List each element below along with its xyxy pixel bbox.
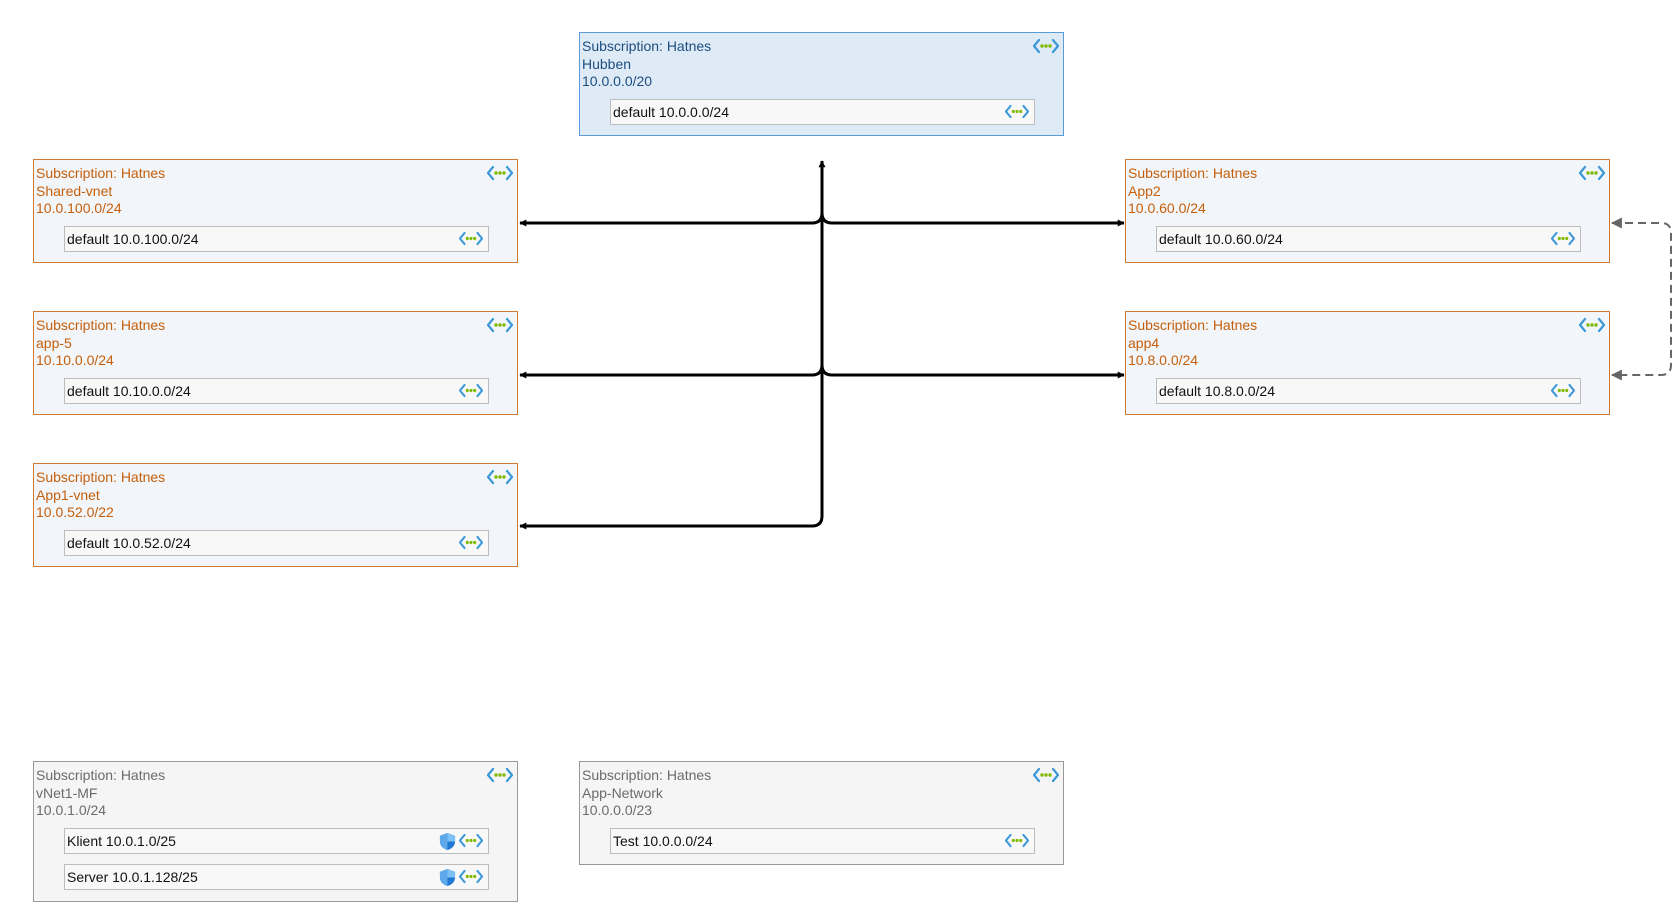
subscription-label: Subscription: Hatnes — [36, 165, 166, 181]
vnet-header: Subscription: Hatnes Hubben 10.0.0.0/20 — [582, 38, 711, 91]
vnet-header: Subscription: Hatnes vNet1-MF 10.0.1.0/2… — [36, 767, 165, 820]
vnet-app1-vnet[interactable]: Subscription: Hatnes App1-vnet 10.0.52.0… — [33, 463, 518, 567]
subnet-label: default 10.0.0.0/24 — [613, 104, 729, 120]
vnet-header: Subscription: Hatnes Shared-vnet 10.0.10… — [36, 165, 165, 218]
subscription-label: Subscription: Hatnes — [582, 767, 712, 783]
subscription-label: Subscription: Hatnes — [1128, 165, 1258, 181]
subnet-row[interactable]: Klient 10.0.1.0/25 — [64, 828, 489, 854]
subscription-label: Subscription: Hatnes — [36, 469, 166, 485]
subnet-row[interactable]: default 10.0.52.0/24 — [64, 530, 489, 556]
vnet-name: App2 — [1128, 182, 1161, 199]
subnet-label: default 10.0.52.0/24 — [67, 535, 191, 551]
subnet-label: Test 10.0.0.0/24 — [613, 833, 713, 849]
vnet-app-network[interactable]: Subscription: Hatnes App-Network 10.0.0.… — [579, 761, 1064, 865]
virtual-network-icon — [459, 383, 483, 398]
virtual-network-icon — [1033, 38, 1059, 54]
virtual-network-icon — [1033, 767, 1059, 783]
virtual-network-icon — [459, 535, 483, 550]
vnet-cidr: 10.0.0.0/20 — [582, 73, 653, 89]
vnet-name: App-Network — [582, 784, 663, 801]
virtual-network-icon — [487, 469, 513, 485]
vnet-header: Subscription: Hatnes App2 10.0.60.0/24 — [1128, 165, 1257, 218]
vnet-header: Subscription: Hatnes App-Network 10.0.0.… — [582, 767, 711, 820]
virtual-network-icon — [459, 231, 483, 246]
subnet-label: Server 10.0.1.128/25 — [67, 869, 198, 885]
virtual-network-icon — [487, 317, 513, 333]
vnet-name: Hubben — [582, 55, 632, 72]
edge-hubben-app1-vnet[interactable] — [519, 160, 826, 530]
edge-hubben-app2[interactable] — [820, 212, 1125, 227]
vnet-app2[interactable]: Subscription: Hatnes App2 10.0.60.0/24 d… — [1125, 159, 1610, 263]
vnet-cidr: 10.10.0.0/24 — [36, 352, 114, 368]
virtual-network-icon — [1005, 104, 1029, 119]
vnet-app4[interactable]: Subscription: Hatnes app4 10.8.0.0/24 de… — [1125, 311, 1610, 415]
subnet-label: default 10.0.60.0/24 — [1159, 231, 1283, 247]
edge-hubben-app-5[interactable] — [519, 364, 824, 379]
virtual-network-icon — [1551, 383, 1575, 398]
virtual-network-icon — [459, 869, 483, 884]
subnet-row[interactable]: default 10.0.60.0/24 — [1156, 226, 1581, 252]
subnet-row[interactable]: Server 10.0.1.128/25 — [64, 864, 489, 890]
vnet-cidr: 10.0.0.0/23 — [582, 802, 653, 818]
subnet-row[interactable]: default 10.0.100.0/24 — [64, 226, 489, 252]
subscription-label: Subscription: Hatnes — [1128, 317, 1258, 333]
subnet-label: default 10.10.0.0/24 — [67, 383, 191, 399]
subscription-label: Subscription: Hatnes — [36, 767, 166, 783]
virtual-network-icon — [1551, 231, 1575, 246]
vnet-app-5[interactable]: Subscription: Hatnes app-5 10.10.0.0/24 … — [33, 311, 518, 415]
vnet-cidr: 10.8.0.0/24 — [1128, 352, 1199, 368]
vnet-header: Subscription: Hatnes App1-vnet 10.0.52.0… — [36, 469, 165, 522]
vnet-cidr: 10.0.60.0/24 — [1128, 200, 1206, 216]
vnet-header: Subscription: Hatnes app4 10.8.0.0/24 — [1128, 317, 1257, 370]
virtual-network-icon — [487, 767, 513, 783]
subnet-row[interactable]: default 10.0.0.0/24 — [610, 99, 1035, 125]
vnet-shared-vnet[interactable]: Subscription: Hatnes Shared-vnet 10.0.10… — [33, 159, 518, 263]
vnet-hubben[interactable]: Subscription: Hatnes Hubben 10.0.0.0/20 … — [579, 32, 1064, 136]
virtual-network-icon — [1579, 165, 1605, 181]
edge-hubben-app4[interactable] — [820, 364, 1125, 379]
shield-icon — [439, 833, 456, 850]
vnet-name: vNet1-MF — [36, 784, 98, 801]
virtual-network-icon — [459, 833, 483, 848]
subnet-row[interactable]: Test 10.0.0.0/24 — [610, 828, 1035, 854]
virtual-network-icon — [1579, 317, 1605, 333]
vnet-name: App1-vnet — [36, 486, 100, 503]
subscription-label: Subscription: Hatnes — [36, 317, 166, 333]
subnet-label: Klient 10.0.1.0/25 — [67, 833, 176, 849]
edge-hubben-shared-vnet[interactable] — [519, 212, 824, 227]
vnet-name: app-5 — [36, 334, 72, 351]
subnet-label: default 10.8.0.0/24 — [1159, 383, 1275, 399]
edge-app2-app4-dashed[interactable] — [1610, 217, 1672, 381]
subnet-label: default 10.0.100.0/24 — [67, 231, 199, 247]
vnet-name: Shared-vnet — [36, 182, 113, 199]
vnet-cidr: 10.0.100.0/24 — [36, 200, 122, 216]
vnet-cidr: 10.0.52.0/22 — [36, 504, 114, 520]
vnet-header: Subscription: Hatnes app-5 10.10.0.0/24 — [36, 317, 165, 370]
vnet-name: app4 — [1128, 334, 1160, 351]
virtual-network-icon — [1005, 833, 1029, 848]
subnet-row[interactable]: default 10.10.0.0/24 — [64, 378, 489, 404]
shield-icon — [439, 869, 456, 886]
vnet-vnet1-mf[interactable]: Subscription: Hatnes vNet1-MF 10.0.1.0/2… — [33, 761, 518, 902]
vnet-cidr: 10.0.1.0/24 — [36, 802, 107, 818]
subnet-row[interactable]: default 10.8.0.0/24 — [1156, 378, 1581, 404]
virtual-network-icon — [487, 165, 513, 181]
subscription-label: Subscription: Hatnes — [582, 38, 712, 54]
